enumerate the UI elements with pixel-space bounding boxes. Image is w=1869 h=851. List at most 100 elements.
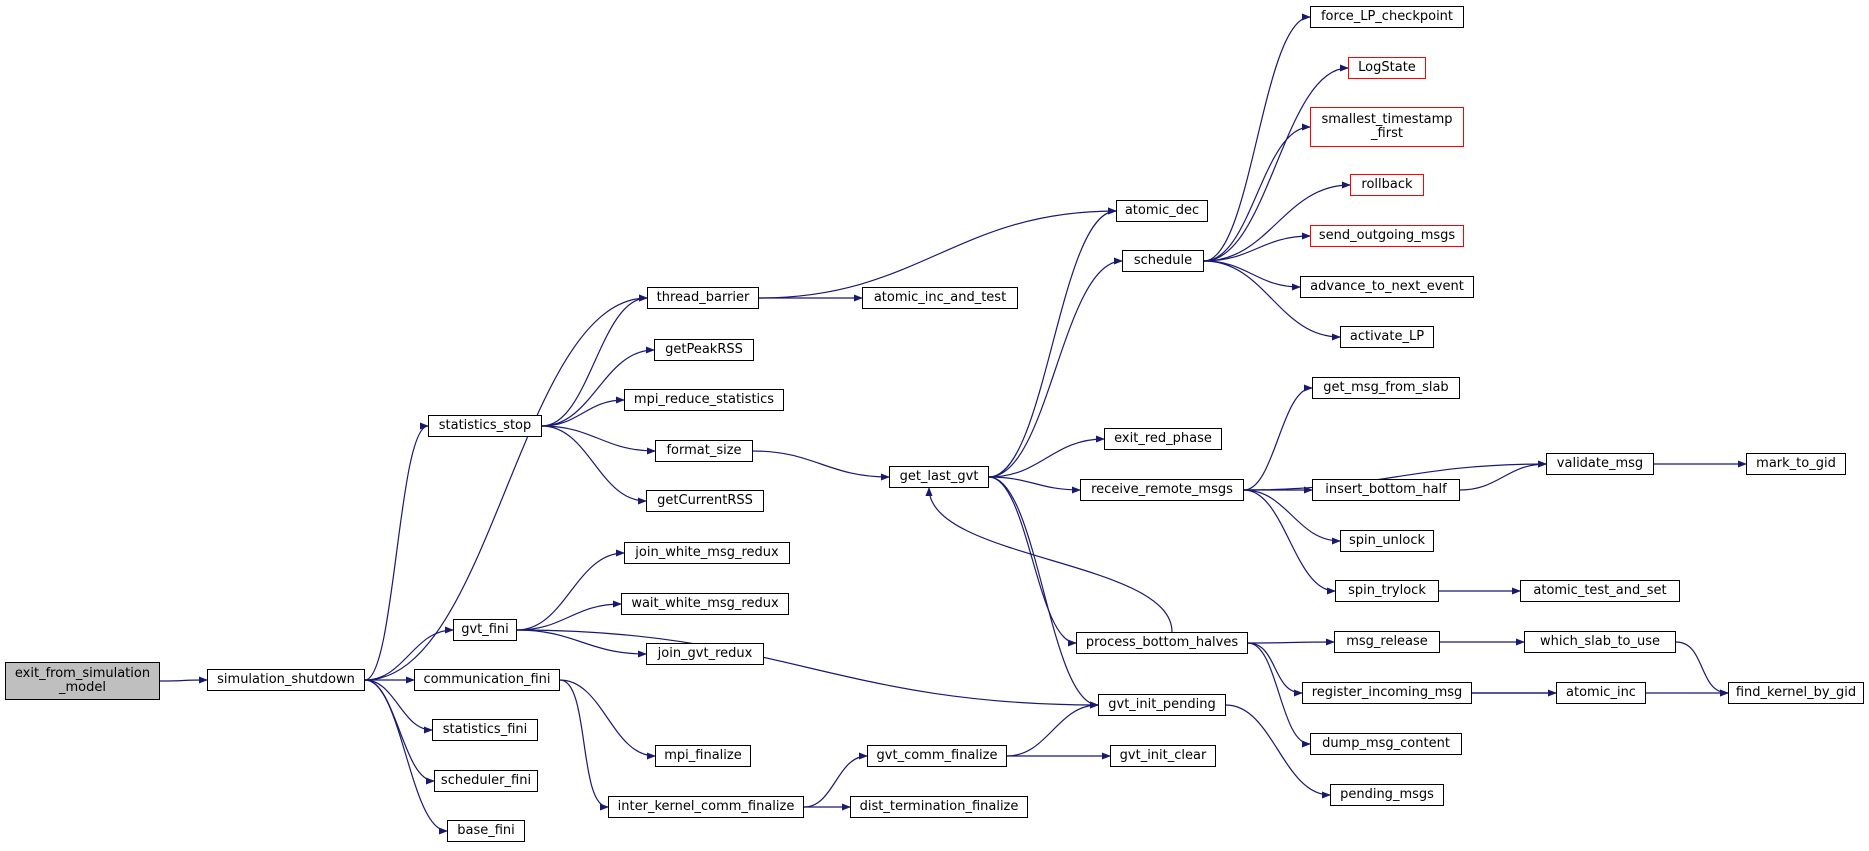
node-gvt-init-clear[interactable]: gvt_init_clear	[1110, 745, 1216, 767]
edge-schedule-to-rollback	[1203, 181, 1351, 262]
edge-get-last-gvt-to-schedule	[988, 257, 1123, 478]
node-inter-kernel-comm-finalize[interactable]: inter_kernel_comm_finalize	[608, 796, 804, 818]
edge-gvt-comm-finalize-to-gvt-init-pending	[1006, 701, 1099, 757]
node-label: spin_unlock	[1348, 533, 1426, 548]
edge-schedule-to-advance-to-next-event	[1203, 260, 1301, 291]
node-activate-lp[interactable]: activate_LP	[1340, 326, 1434, 348]
node-label: gvt_init_pending	[1108, 697, 1216, 712]
node-schedule[interactable]: schedule	[1122, 250, 1204, 272]
edge-inter-kernel-comm-finalize-to-gvt-comm-finalize	[803, 752, 868, 808]
node-send-outgoing-msgs[interactable]: send_outgoing_msgs	[1310, 225, 1464, 247]
node-label: thread_barrier	[656, 290, 750, 305]
node-label: gvt_init_clear	[1119, 748, 1207, 763]
edge-receive-remote-msgs-to-validate-msg	[1243, 460, 1547, 491]
node-exit-red-phase[interactable]: exit_red_phase	[1104, 428, 1222, 450]
node-atomic-inc[interactable]: atomic_inc	[1556, 682, 1646, 704]
edge-communication-fini-to-inter-kernel-comm-finalize	[559, 679, 609, 811]
node-label: smallest_timestamp _first	[1321, 112, 1453, 141]
node-label: send_outgoing_msgs	[1318, 228, 1456, 243]
node-join-gvt-redux[interactable]: join_gvt_redux	[646, 643, 764, 665]
node-find-kernel-by-gid[interactable]: find_kernel_by_gid	[1728, 682, 1864, 704]
node-join-white-msg-redux[interactable]: join_white_msg_redux	[624, 542, 790, 564]
node-statistics-fini[interactable]: statistics_fini	[432, 719, 538, 741]
node-label: process_bottom_halves	[1085, 635, 1239, 650]
node-thread-barrier[interactable]: thread_barrier	[647, 287, 759, 309]
node-advance-to-next-event[interactable]: advance_to_next_event	[1300, 276, 1474, 298]
node-gvt-comm-finalize[interactable]: gvt_comm_finalize	[867, 745, 1007, 767]
node-label: mark_to_gid	[1756, 456, 1836, 471]
edge-gvt-fini-to-join-white-msg-redux	[516, 549, 625, 631]
node-label: find_kernel_by_gid	[1735, 685, 1857, 700]
node-mpi-finalize[interactable]: mpi_finalize	[655, 745, 751, 767]
edge-gvt-fini-to-join-gvt-redux	[516, 629, 647, 658]
node-mpi-reduce-statistics[interactable]: mpi_reduce_statistics	[624, 389, 784, 411]
node-get-last-gvt[interactable]: get_last_gvt	[889, 466, 989, 488]
edge-simulation-shutdown-to-statistics-fini	[364, 679, 433, 734]
edge-simulation-shutdown-to-statistics-stop	[364, 422, 429, 681]
node-rollback[interactable]: rollback	[1350, 174, 1424, 196]
node-mark-to-gid[interactable]: mark_to_gid	[1746, 453, 1846, 475]
node-base-fini[interactable]: base_fini	[447, 820, 525, 842]
node-pending-msgs[interactable]: pending_msgs	[1330, 784, 1444, 806]
edge-get-last-gvt-to-process-bottom-halves	[988, 476, 1077, 647]
node-label: advance_to_next_event	[1310, 279, 1464, 294]
node-atomic-inc-and-test[interactable]: atomic_inc_and_test	[862, 287, 1018, 309]
node-scheduler-fini[interactable]: scheduler_fini	[434, 770, 538, 792]
node-getcurrentrss[interactable]: getCurrentRSS	[646, 490, 764, 512]
edge-statistics-stop-to-mpi-reduce-statistics	[541, 396, 625, 427]
node-label: LogState	[1358, 60, 1416, 75]
node-atomic-test-and-set[interactable]: atomic_test_and_set	[1520, 580, 1680, 602]
node-simulation-shutdown[interactable]: simulation_shutdown	[207, 669, 365, 691]
edge-insert-bottom-half-to-validate-msg	[1459, 460, 1547, 491]
node-label: activate_LP	[1349, 329, 1425, 344]
edge-schedule-to-activate-lp	[1203, 260, 1341, 341]
node-label: schedule	[1133, 253, 1193, 268]
edge-simulation-shutdown-to-gvt-fini	[364, 626, 454, 681]
node-force-lp-checkpoint[interactable]: force_LP_checkpoint	[1310, 6, 1464, 28]
node-label: mpi_reduce_statistics	[633, 392, 775, 407]
node-getpeakrss[interactable]: getPeakRSS	[654, 339, 754, 361]
edge-process-bottom-halves-to-get-last-gvt	[925, 487, 1173, 633]
edge-schedule-to-force-lp-checkpoint	[1203, 13, 1311, 262]
node-logstate[interactable]: LogState	[1348, 57, 1426, 79]
node-dist-termination-finalize[interactable]: dist_termination_finalize	[850, 796, 1028, 818]
node-label: get_last_gvt	[899, 469, 979, 484]
node-which-slab-to-use[interactable]: which_slab_to_use	[1524, 631, 1676, 653]
node-gvt-fini[interactable]: gvt_fini	[453, 619, 517, 641]
edge-simulation-shutdown-to-scheduler-fini	[364, 679, 435, 785]
node-register-incoming-msg[interactable]: register_incoming_msg	[1302, 682, 1472, 704]
node-atomic-dec[interactable]: atomic_dec	[1116, 200, 1208, 222]
node-wait-white-msg-redux[interactable]: wait_white_msg_redux	[621, 593, 789, 615]
edge-process-bottom-halves-to-register-incoming-msg	[1247, 642, 1303, 697]
edge-statistics-stop-to-format-size	[541, 425, 656, 455]
node-format-size[interactable]: format_size	[655, 440, 753, 462]
node-label: scheduler_fini	[440, 773, 532, 788]
node-label: wait_white_msg_redux	[631, 596, 779, 611]
node-statistics-stop[interactable]: statistics_stop	[428, 415, 542, 437]
node-smallest-timestamp-first[interactable]: smallest_timestamp _first	[1310, 107, 1464, 147]
node-process-bottom-halves[interactable]: process_bottom_halves	[1076, 632, 1248, 654]
node-label: pending_msgs	[1340, 787, 1434, 802]
node-receive-remote-msgs[interactable]: receive_remote_msgs	[1080, 479, 1244, 501]
node-insert-bottom-half[interactable]: insert_bottom_half	[1312, 479, 1460, 501]
node-communication-fini[interactable]: communication_fini	[414, 669, 560, 691]
edge-schedule-to-send-outgoing-msgs	[1203, 232, 1311, 262]
node-get-msg-from-slab[interactable]: get_msg_from_slab	[1312, 377, 1460, 399]
node-validate-msg[interactable]: validate_msg	[1546, 453, 1654, 475]
edge-which-slab-to-use-to-find-kernel-by-gid	[1675, 641, 1729, 697]
edge-receive-remote-msgs-to-spin-trylock	[1243, 489, 1336, 595]
node-label: spin_trylock	[1348, 583, 1426, 598]
node-label: gvt_comm_finalize	[876, 748, 998, 763]
node-spin-unlock[interactable]: spin_unlock	[1340, 530, 1434, 552]
node-label: exit_from_simulation _model	[14, 666, 151, 695]
edge-gvt-fini-to-wait-white-msg-redux	[516, 600, 622, 631]
edge-schedule-to-logstate	[1203, 64, 1349, 262]
node-dump-msg-content[interactable]: dump_msg_content	[1310, 733, 1462, 755]
node-gvt-init-pending[interactable]: gvt_init_pending	[1098, 694, 1226, 716]
edge-gvt-fini-to-gvt-init-pending	[516, 629, 1099, 709]
node-spin-trylock[interactable]: spin_trylock	[1335, 580, 1439, 602]
node-msg-release[interactable]: msg_release	[1334, 631, 1440, 653]
edge-process-bottom-halves-to-dump-msg-content	[1247, 642, 1311, 748]
edge-statistics-stop-to-thread-barrier	[541, 294, 648, 427]
